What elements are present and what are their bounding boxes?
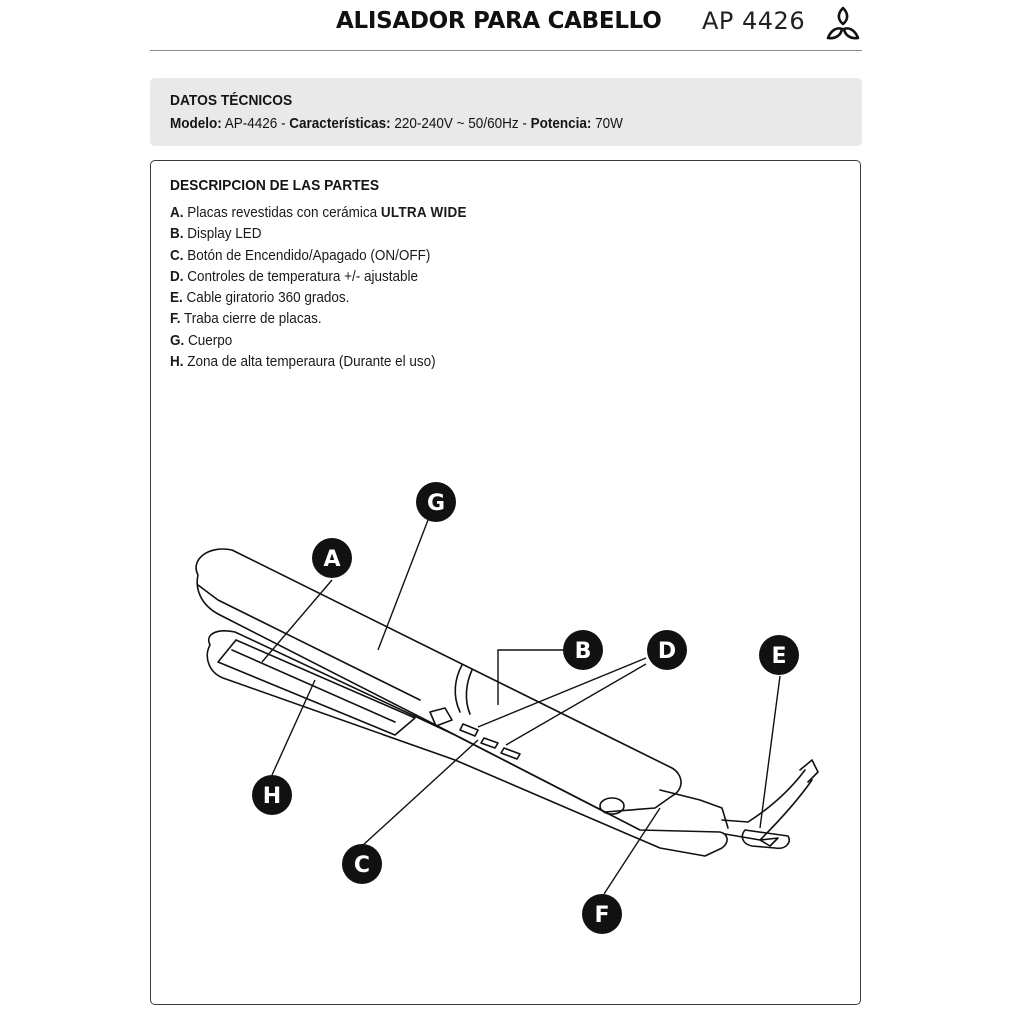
trefoil-logo-icon (826, 6, 860, 40)
callout-c: C (342, 844, 382, 884)
list-item: A. Placas revestidas con cerámica ULTRA … (170, 204, 467, 225)
technical-data-line: Modelo: AP-4426 - Características: 220-2… (170, 115, 623, 132)
part-letter: F. (170, 310, 181, 328)
callout-f: F (582, 894, 622, 934)
part-text: Cable giratorio 360 grados. (182, 289, 350, 307)
technical-data-panel: DATOS TÉCNICOS Modelo: AP-4426 - Caracte… (150, 78, 862, 146)
svg-text:E: E (771, 644, 786, 669)
list-item: D. Controles de temperatura +/- ajustabl… (170, 268, 467, 289)
part-text: Placas revestidas con cerámica (183, 204, 381, 221)
model-value: AP-4426 - (221, 115, 290, 132)
part-letter: G. (170, 331, 185, 349)
part-emphasis: ULTRA WIDE (380, 204, 467, 221)
model-label: Modelo: (170, 115, 222, 132)
page-header: ALISADOR PARA CABELLO AP 4426 (150, 0, 862, 51)
leader-lines (261, 519, 781, 895)
part-letter: A. (170, 204, 184, 221)
list-item: B. Display LED (170, 225, 467, 246)
part-letter: E. (170, 289, 183, 307)
page-title: ALISADOR PARA CABELLO (336, 8, 662, 34)
callout-g: G (416, 482, 456, 522)
list-item: E. Cable giratorio 360 grados. (170, 289, 467, 310)
svg-text:A: A (323, 547, 340, 572)
part-text: Botón de Encendido/Apagado (ON/OFF) (183, 246, 431, 264)
part-text: Traba cierre de placas. (180, 310, 322, 328)
part-text: Display LED (183, 225, 262, 243)
part-letter: B. (170, 225, 184, 243)
part-letter: D. (170, 267, 184, 285)
part-text: Controles de temperatura +/- ajustable (183, 267, 419, 285)
callout-e: E (759, 635, 799, 675)
power-value: 70W (591, 115, 623, 132)
list-item: C. Botón de Encendido/Apagado (ON/OFF) (170, 247, 467, 268)
list-item: F. Traba cierre de placas. (170, 310, 467, 331)
part-letter: H. (170, 353, 184, 371)
svg-text:B: B (575, 639, 592, 664)
svg-text:H: H (263, 784, 281, 809)
svg-text:G: G (427, 491, 445, 516)
straightener-illustration (195, 548, 819, 857)
features-label: Características: (289, 115, 391, 132)
parts-list: A. Placas revestidas con cerámica ULTRA … (170, 204, 500, 374)
part-letter: C. (170, 246, 184, 264)
technical-data-title: DATOS TÉCNICOS (170, 92, 293, 109)
parts-title: DESCRIPCION DE LAS PARTES (170, 177, 380, 194)
svg-text:C: C (354, 853, 370, 878)
callout-d: D (647, 630, 687, 670)
svg-text:D: D (658, 639, 676, 664)
callout-h: H (252, 775, 292, 815)
features-value: 220-240V ~ 50/60Hz - (390, 115, 531, 132)
part-text: Cuerpo (184, 331, 233, 349)
model-number: AP 4426 (702, 7, 806, 35)
list-item: G. Cuerpo (170, 332, 467, 353)
power-label: Potencia: (530, 115, 592, 132)
svg-text:F: F (594, 903, 609, 928)
list-item: H. Zona de alta temperaura (Durante el u… (170, 353, 467, 374)
part-text: Zona de alta temperaura (Durante el uso) (183, 353, 436, 371)
parts-description-panel: DESCRIPCION DE LAS PARTES A. Placas reve… (150, 160, 861, 1005)
callout-b: B (563, 630, 603, 670)
callout-a: A (312, 538, 352, 578)
